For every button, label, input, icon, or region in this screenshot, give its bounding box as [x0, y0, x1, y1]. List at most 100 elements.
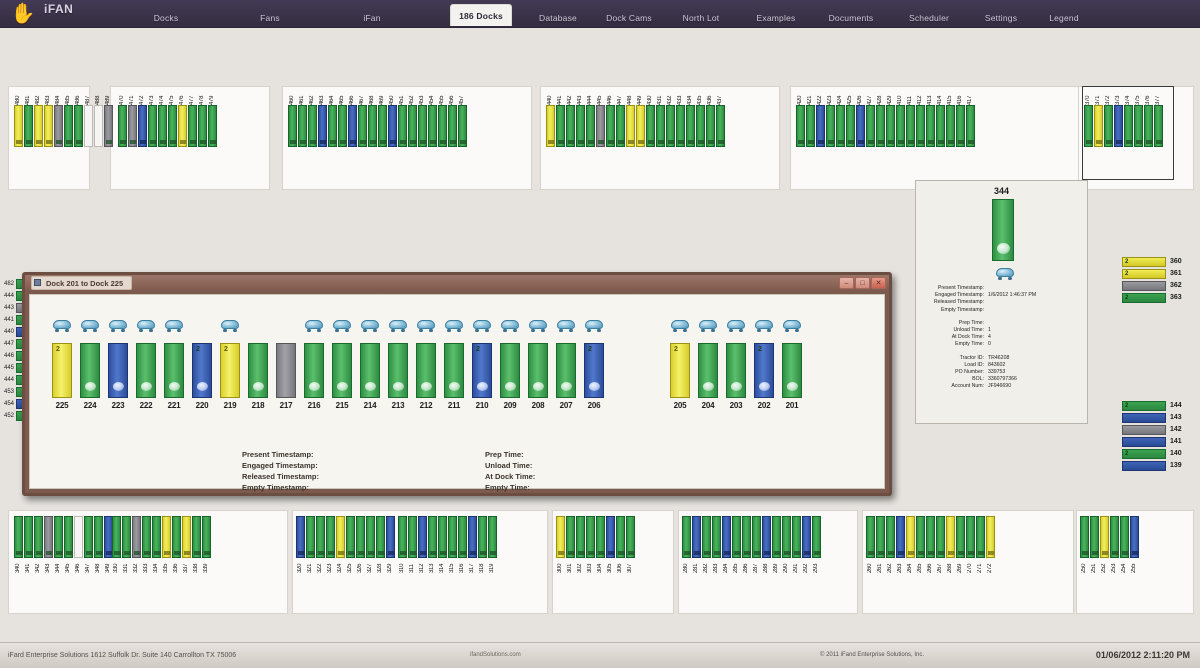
dock-column[interactable]: 302 — [576, 516, 585, 573]
dock-column-bar[interactable] — [986, 516, 995, 558]
dock-column[interactable]: 333 — [142, 516, 151, 573]
dock-column[interactable]: 414 — [936, 90, 945, 147]
dock-column-bar[interactable] — [896, 105, 905, 147]
dock-column-bar[interactable] — [398, 516, 407, 558]
dock-column[interactable]: 373 — [1114, 90, 1123, 147]
dock-bay[interactable]: 222 — [136, 343, 156, 410]
dock-bay-bar[interactable]: 2 — [472, 343, 492, 398]
dock-column-bar[interactable] — [966, 105, 975, 147]
dock-column[interactable]: 340 — [14, 516, 23, 573]
dock-column[interactable]: 290 — [782, 516, 791, 573]
dock-bay-bar[interactable] — [304, 343, 324, 398]
dock-column-bar[interactable] — [448, 105, 457, 147]
dock-column[interactable]: 347 — [84, 516, 93, 573]
dock-column-bar[interactable] — [64, 516, 73, 558]
dock-column-bar[interactable] — [208, 105, 217, 147]
dock-column-bar[interactable] — [546, 105, 555, 147]
dock-column-bar[interactable] — [752, 516, 761, 558]
dock-column-bar[interactable] — [816, 105, 825, 147]
dock-column-bar[interactable] — [438, 105, 447, 147]
dock-column-bar[interactable] — [956, 516, 965, 558]
dock-column-bar[interactable] — [296, 516, 305, 558]
dock-column[interactable]: 447 — [616, 90, 625, 147]
dock-bay-bar[interactable] — [528, 343, 548, 398]
dock-column-bar[interactable] — [44, 105, 53, 147]
dock-column[interactable]: 324 — [336, 516, 345, 573]
dock-column-bar[interactable] — [876, 516, 885, 558]
dock-column[interactable]: 478 — [198, 90, 207, 147]
dock-column-bar[interactable] — [418, 105, 427, 147]
dock-column[interactable]: 261 — [876, 516, 885, 573]
dock-column[interactable]: 486 — [74, 90, 83, 147]
dock-strip-row[interactable]: 141 — [1122, 436, 1182, 447]
dock-column-bar[interactable] — [34, 105, 43, 147]
dock-column[interactable]: 264 — [906, 516, 915, 573]
dock-column[interactable]: 343 — [44, 516, 53, 573]
dock-bay-bar[interactable] — [276, 343, 296, 398]
dock-column-bar[interactable] — [488, 516, 497, 558]
dock-bay[interactable]: 211 — [444, 343, 464, 410]
dock-column-bar[interactable] — [74, 516, 83, 558]
dock-column-bar[interactable] — [732, 516, 741, 558]
dock-column-bar[interactable] — [636, 105, 645, 147]
dock-column-bar[interactable] — [24, 105, 33, 147]
dock-column-bar[interactable] — [686, 105, 695, 147]
dock-column[interactable]: 461 — [298, 90, 307, 147]
dock-strip-bar[interactable] — [1122, 436, 1166, 447]
dock-column[interactable]: 413 — [926, 90, 935, 147]
dock-bay-bar[interactable] — [782, 343, 802, 398]
dock-column-bar[interactable] — [866, 516, 875, 558]
dock-column-bar[interactable] — [1154, 105, 1163, 147]
dock-column-bar[interactable] — [812, 516, 821, 558]
dock-bay[interactable]: 216 — [304, 343, 324, 410]
dock-column[interactable]: 325 — [346, 516, 355, 573]
dock-bay-bar[interactable] — [416, 343, 436, 398]
dock-column[interactable]: 374 — [1124, 90, 1133, 147]
dock-column-bar[interactable] — [626, 516, 635, 558]
nav-tab-fans[interactable]: Fans — [260, 13, 280, 23]
nav-tab-settings[interactable]: Settings — [984, 13, 1018, 23]
dock-column-bar[interactable] — [576, 516, 585, 558]
dock-strip-bar[interactable] — [1122, 280, 1166, 291]
nav-tab-dock-cams[interactable]: Dock Cams — [606, 13, 652, 23]
dock-column[interactable]: 323 — [326, 516, 335, 573]
dock-column-bar[interactable] — [138, 105, 147, 147]
dock-column-bar[interactable] — [44, 516, 53, 558]
dock-column[interactable]: 280 — [682, 516, 691, 573]
dock-column[interactable]: 286 — [742, 516, 751, 573]
dock-column[interactable]: 426 — [856, 90, 865, 147]
dock-strip-bar[interactable]: 2 — [1122, 400, 1166, 411]
dock-column-bar[interactable] — [596, 516, 605, 558]
dock-column-bar[interactable] — [298, 105, 307, 147]
dock-bay[interactable]: 223 — [108, 343, 128, 410]
detail-dock-bar[interactable] — [992, 199, 1014, 261]
maximize-button[interactable]: □ — [855, 277, 870, 289]
nav-tab-186-docks[interactable]: 186 Docks — [450, 4, 512, 26]
dock-column-bar[interactable] — [866, 105, 875, 147]
dock-column[interactable]: 371 — [1094, 90, 1103, 147]
dock-column-bar[interactable] — [418, 516, 427, 558]
dock-column-bar[interactable] — [288, 105, 297, 147]
dock-column-bar[interactable] — [376, 516, 385, 558]
dock-column[interactable]: 433 — [676, 90, 685, 147]
dock-column-bar[interactable] — [716, 105, 725, 147]
dock-column-bar[interactable] — [722, 516, 731, 558]
dock-bay-bar[interactable] — [136, 343, 156, 398]
dock-column-bar[interactable] — [666, 105, 675, 147]
dock-column-bar[interactable] — [916, 105, 925, 147]
dock-column[interactable]: 464 — [328, 90, 337, 147]
dock-column[interactable]: 410 — [896, 90, 905, 147]
dock-column[interactable]: 342 — [34, 516, 43, 573]
dock-column[interactable]: 463 — [318, 90, 327, 147]
dock-column[interactable]: 441 — [556, 90, 565, 147]
dock-column[interactable]: 375 — [1134, 90, 1143, 147]
dock-bay-bar[interactable] — [444, 343, 464, 398]
dock-column[interactable]: 285 — [732, 516, 741, 573]
dock-bay-bar[interactable]: 2 — [584, 343, 604, 398]
dock-column-bar[interactable] — [956, 105, 965, 147]
dock-column[interactable]: 272 — [986, 516, 995, 573]
dock-column[interactable]: 484 — [54, 90, 63, 147]
